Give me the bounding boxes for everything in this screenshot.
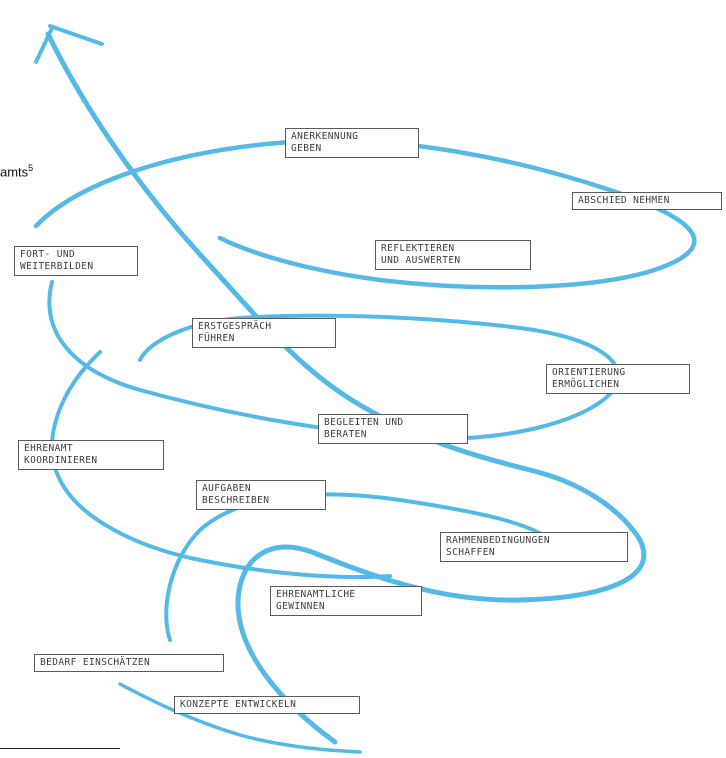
box-line: BEDARF EINSCHÄTZEN [40,657,151,668]
box-line: BESCHREIBEN [202,495,270,506]
spiral-top-loop [33,138,697,290]
box-anerkennung-geben: ANERKENNUNG GEBEN [285,128,419,158]
box-line: ORIENTIERUNG [552,367,626,378]
box-line: FORT- UND [20,249,76,260]
spiral-base-loop [118,682,362,754]
box-line: FÜHREN [198,333,235,344]
box-line: ERMÖGLICHEN [552,379,620,390]
spiral-middle-loop [50,350,392,580]
box-reflektieren-auswerten: REFLEKTIEREN UND AUSWERTEN [375,240,531,270]
fragment-text: amts [0,164,29,180]
box-ehrenamt-koordinieren: EHRENAMT KOORDINIEREN [18,440,164,470]
box-line: REFLEKTIEREN [381,243,455,254]
spiral-arrow-shaft-echo [51,39,363,408]
box-erstgespraech-fuehren: ERSTGESPRÄCH FÜHREN [192,318,336,348]
arrowhead-top [48,24,104,46]
box-line: GEBEN [291,143,322,154]
box-line: SCHAFFEN [446,547,495,558]
box-line: RAHMENBEDINGUNGEN [446,535,551,546]
box-line: KONZEPTE ENTWICKELN [180,699,297,710]
spiral-upper-loop [47,280,621,441]
box-line: WEITERBILDEN [20,261,94,272]
box-line: EHRENAMTLICHE [276,589,356,600]
box-line: AUFGABEN [202,483,251,494]
box-line: KOORDINIEREN [24,455,98,466]
box-konzepte-entwickeln: KONZEPTE ENTWICKELN [174,696,360,714]
arrowhead-left [34,26,54,64]
box-line: UND AUSWERTEN [381,255,461,266]
box-line: GEWINNEN [276,601,325,612]
box-line: BERATEN [324,429,367,440]
box-abschied-nehmen: ABSCHIED NEHMEN [572,192,722,210]
box-bedarf-einschaetzen: BEDARF EINSCHÄTZEN [34,654,224,672]
box-line: EHRENAMT [24,443,73,454]
box-line: ERSTGESPRÄCH [198,321,272,332]
box-orientierung-ermoeglichen: ORIENTIERUNG ERMÖGLICHEN [546,364,690,394]
box-rahmenbedingungen-schaffen: RAHMENBEDINGUNGEN SCHAFFEN [440,532,628,562]
box-fort-weiterbilden: FORT- UND WEITERBILDEN [14,246,138,276]
box-ehrenamtliche-gewinnen: EHRENAMTLICHE GEWINNEN [270,586,422,616]
box-begleiten-beraten: BEGLEITEN UND BERATEN [318,414,468,444]
box-line: ANERKENNUNG [291,131,359,142]
text-fragment: amts5 [0,163,33,179]
footnote-ref: 5 [28,163,34,173]
spiral-lower-loop [164,492,562,642]
box-line: ABSCHIED NEHMEN [578,195,670,206]
box-aufgaben-beschreiben: AUFGABEN BESCHREIBEN [196,480,326,510]
footnote-rule [0,748,120,749]
box-line: BEGLEITEN UND [324,417,404,428]
